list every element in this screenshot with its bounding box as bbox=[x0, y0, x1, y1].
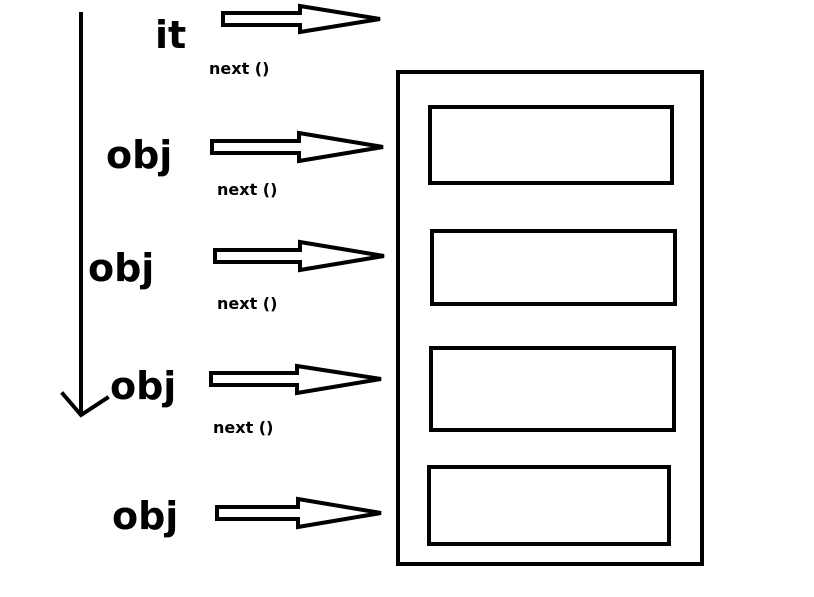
element-label-1: obj bbox=[106, 133, 172, 177]
element-label-4: obj bbox=[112, 494, 178, 538]
collection-slot-2 bbox=[430, 229, 677, 306]
pointer-arrow-0 bbox=[221, 3, 381, 35]
iterator-label: it bbox=[155, 13, 186, 57]
next-call-label-1: next () bbox=[209, 59, 269, 78]
pointer-arrow-3 bbox=[209, 363, 382, 396]
pointer-arrow-4 bbox=[215, 496, 382, 530]
element-label-2: obj bbox=[88, 246, 154, 290]
next-call-label-4: next () bbox=[213, 418, 273, 437]
collection-slot-1 bbox=[428, 105, 674, 185]
element-label-3: obj bbox=[110, 364, 176, 408]
collection-slot-3 bbox=[429, 346, 676, 432]
iteration-direction-arrow bbox=[60, 12, 110, 418]
collection-slot-4 bbox=[427, 465, 671, 546]
next-call-label-2: next () bbox=[217, 180, 277, 199]
next-call-label-3: next () bbox=[217, 294, 277, 313]
pointer-arrow-1 bbox=[210, 130, 384, 164]
pointer-arrow-2 bbox=[213, 239, 385, 273]
